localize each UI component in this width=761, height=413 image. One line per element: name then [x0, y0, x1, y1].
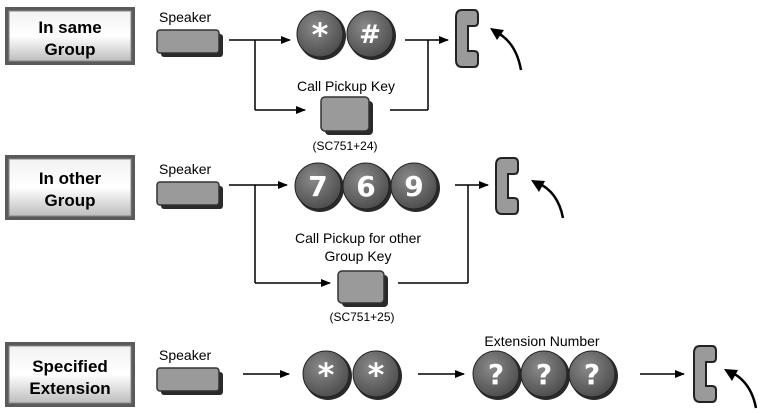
pickup-key-label: Call Pickup Key	[297, 78, 395, 94]
keypad-key-icon[interactable]: 9	[390, 162, 440, 212]
pickup-key-label-line2: Group Key	[325, 248, 392, 264]
row-other-group: In other Group Speaker 7 6	[5, 155, 565, 324]
key-label: 9	[404, 170, 423, 203]
keypad-key-icon[interactable]: *	[296, 10, 346, 60]
flow-connector	[229, 181, 489, 287]
extension-number-label: Extension Number	[484, 333, 600, 349]
key-label: *	[312, 16, 329, 54]
category-box-line2: Extension	[29, 379, 110, 398]
key-label: *	[368, 356, 385, 394]
category-box-line1: Specified	[32, 357, 108, 376]
keypad-key-icon[interactable]: 6	[342, 162, 392, 212]
speaker-label: Speaker	[159, 347, 211, 363]
category-box-other-group: In other Group	[5, 155, 135, 220]
hook-arrow-icon	[724, 369, 758, 409]
keypad-key-icon[interactable]: ?	[568, 350, 618, 400]
key-label: ?	[584, 358, 600, 391]
key-label: *	[318, 356, 335, 394]
keypad-key-icon[interactable]: 7	[294, 162, 344, 212]
keypad-key-icon[interactable]: #	[346, 10, 396, 60]
hook-arrow-icon	[490, 28, 523, 71]
program-key-icon[interactable]	[320, 96, 373, 135]
handset-icon	[495, 157, 519, 215]
pickup-key-code: (SC751+24)	[312, 139, 377, 153]
key-label: 7	[308, 170, 327, 203]
pickup-key-label: Call Pickup for other	[295, 230, 421, 246]
category-box-line1: In other	[39, 169, 102, 188]
category-box-line2: Group	[45, 40, 96, 59]
keypad-key-icon[interactable]: *	[352, 350, 402, 400]
handset-icon	[455, 9, 479, 68]
row-specified-extension: Specified Extension Speaker * * Extensio…	[5, 333, 758, 409]
key-label: #	[359, 20, 381, 50]
key-label: 6	[356, 170, 375, 203]
speaker-label: Speaker	[159, 161, 211, 177]
category-box-specified-extension: Specified Extension	[5, 342, 135, 407]
pickup-key-code: (SC751+25)	[329, 310, 394, 324]
speaker-key-icon[interactable]	[156, 367, 223, 395]
keypad-key-icon[interactable]: *	[302, 350, 352, 400]
hook-arrow-icon	[531, 180, 565, 219]
keypad-key-icon[interactable]: ?	[472, 350, 522, 400]
speaker-key-icon[interactable]	[156, 181, 223, 209]
handset-icon	[693, 345, 717, 403]
speaker-label: Speaker	[159, 9, 211, 25]
category-box-same-group: In same Group	[5, 7, 135, 65]
key-label: ?	[536, 358, 552, 391]
row-same-group: In same Group Speaker * #	[5, 7, 523, 153]
category-box-line1: In same	[38, 18, 101, 37]
category-box-line2: Group	[45, 191, 96, 210]
flow-connector	[229, 36, 449, 114]
program-key-icon[interactable]	[337, 270, 388, 307]
keypad-key-icon[interactable]: ?	[520, 350, 570, 400]
key-label: ?	[488, 358, 504, 391]
speaker-key-icon[interactable]	[156, 29, 223, 57]
